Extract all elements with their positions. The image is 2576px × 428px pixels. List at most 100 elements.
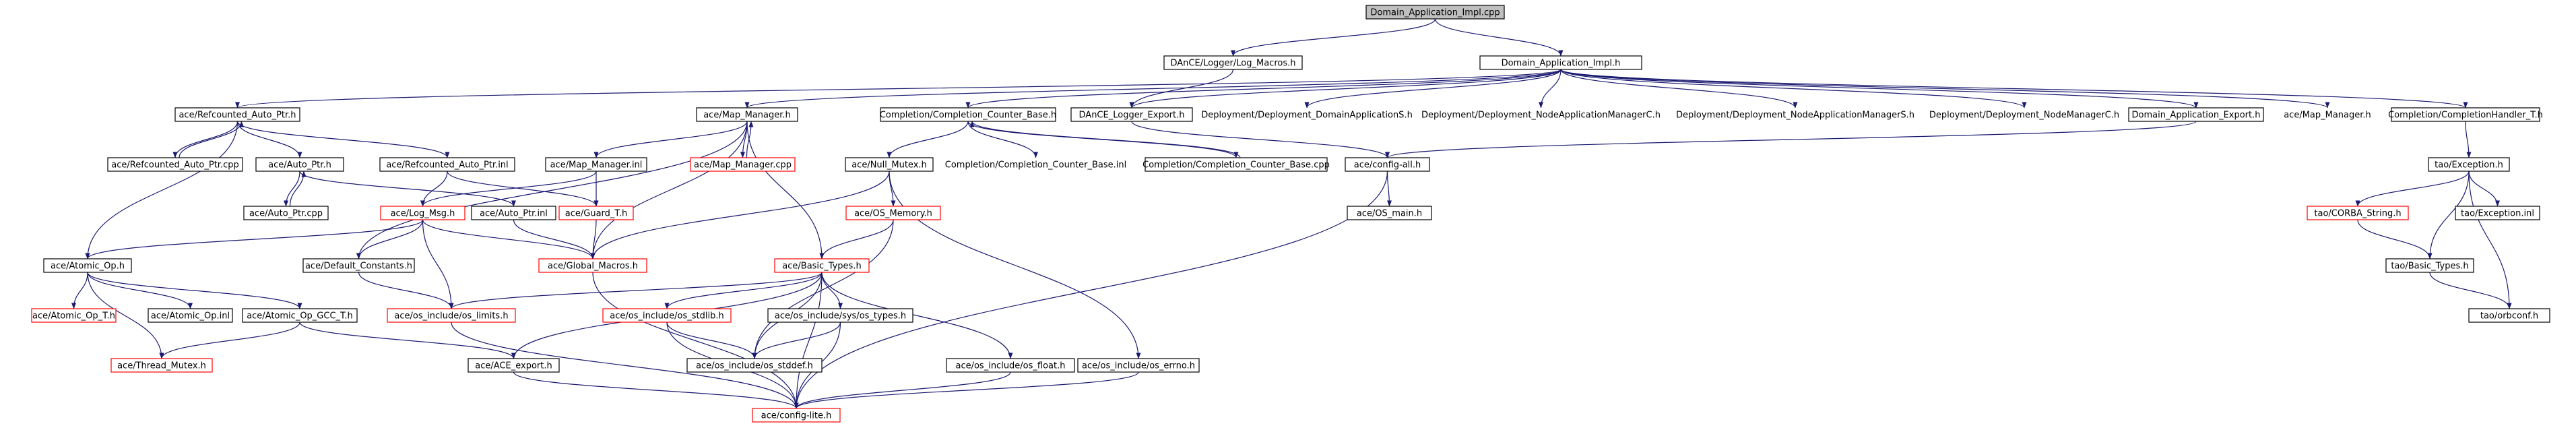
graph-node[interactable]: ace/Thread_Mutex.h bbox=[110, 358, 213, 373]
graph-node[interactable]: ace/OS_main.h bbox=[1347, 206, 1432, 220]
graph-node[interactable]: ace/Atomic_Op.h bbox=[43, 258, 132, 273]
graph-node[interactable]: Domain_Application_Impl.h bbox=[1479, 55, 1642, 70]
graph-node[interactable]: ace/Log_Msg.h bbox=[380, 206, 465, 220]
graph-node[interactable]: ace/config-all.h bbox=[1345, 157, 1430, 172]
graph-edge bbox=[159, 322, 300, 359]
node-label: ace/Refcounted_Auto_Ptr.h bbox=[179, 111, 296, 121]
graph-node[interactable]: ace/Null_Mutex.h bbox=[845, 157, 934, 172]
graph-edge bbox=[513, 219, 595, 259]
graph-node[interactable]: Deployment/Deployment_DomainApplicationS… bbox=[1201, 111, 1413, 121]
node-box bbox=[148, 308, 233, 323]
graph-edge bbox=[664, 272, 823, 309]
node-box bbox=[696, 107, 798, 122]
graph-node[interactable]: Deployment/Deployment_NodeApplicationMan… bbox=[1676, 111, 1914, 121]
nodes-layer: Domain_Application_Impl.cppDAnCE/Logger/… bbox=[31, 5, 2550, 423]
node-label: ace/Atomic_Op_GCC_T.h bbox=[247, 311, 353, 322]
graph-node[interactable]: DAnCE/Logger/Log_Macros.h bbox=[1163, 55, 1303, 70]
graph-node[interactable]: ace/Map_Manager.h bbox=[2284, 111, 2371, 121]
graph-node[interactable]: ace/ACE_export.h bbox=[468, 358, 560, 373]
graph-node[interactable]: ace/os_include/os_errno.h bbox=[1077, 358, 1200, 373]
node-label: ace/Refcounted_Auto_Ptr.cpp bbox=[111, 160, 239, 171]
graph-node[interactable]: tao/CORBA_String.h bbox=[2307, 206, 2409, 220]
node-box bbox=[602, 308, 732, 323]
graph-edge bbox=[71, 272, 88, 309]
graph-node[interactable]: ace/Map_Manager.h bbox=[696, 107, 798, 122]
node-label: ace/Map_Manager.cpp bbox=[694, 160, 792, 171]
graph-edge bbox=[1231, 18, 1436, 57]
graph-edge bbox=[2355, 171, 2470, 207]
graph-edge bbox=[794, 272, 823, 409]
graph-edge bbox=[420, 171, 448, 207]
graph-node[interactable]: ace/os_include/sys/os_types.h bbox=[767, 308, 913, 323]
graph-node[interactable]: Completion/Completion_Counter_Base.h bbox=[880, 107, 1056, 122]
graph-node[interactable]: ace/Map_Manager.inl bbox=[545, 157, 647, 172]
node-box bbox=[387, 308, 516, 323]
node-box bbox=[379, 157, 515, 172]
graph-node[interactable]: Domain_Application_Impl.cpp bbox=[1365, 5, 1505, 20]
graph-node[interactable]: tao/orbconf.h bbox=[2468, 308, 2550, 323]
graph-edge bbox=[87, 272, 193, 309]
graph-node[interactable]: Completion/Completion_Counter_Base.inl bbox=[945, 160, 1127, 171]
graph-node[interactable]: Completion/Completion_Counter_Base.cpp bbox=[1142, 157, 1330, 172]
graph-node[interactable]: Completion/CompletionHandler_T.h bbox=[2388, 107, 2543, 122]
node-box bbox=[110, 358, 213, 373]
graph-node[interactable]: ace/os_include/os_float.h bbox=[946, 358, 1075, 373]
node-label: tao/Exception.h bbox=[2435, 160, 2503, 171]
graph-node[interactable]: DAnCE_Logger_Export.h bbox=[1070, 107, 1193, 122]
graph-node[interactable]: ace/config-lite.h bbox=[752, 408, 841, 423]
graph-node[interactable]: ace/Map_Manager.cpp bbox=[690, 157, 796, 172]
graph-node[interactable]: tao/Exception.inl bbox=[2455, 206, 2540, 220]
graph-node[interactable]: tao/Exception.h bbox=[2428, 157, 2510, 172]
graph-node[interactable]: Deployment/Deployment_NodeManagerC.h bbox=[1929, 111, 2119, 121]
node-label: DAnCE/Logger/Log_Macros.h bbox=[1171, 59, 1296, 69]
graph-node[interactable]: ace/Global_Macros.h bbox=[538, 258, 647, 273]
graph-edge bbox=[235, 69, 1561, 109]
graph-node[interactable]: ace/Refcounted_Auto_Ptr.h bbox=[174, 107, 300, 122]
graph-edge bbox=[752, 219, 894, 359]
graph-edge bbox=[2468, 171, 2500, 207]
node-box bbox=[242, 308, 358, 323]
graph-node[interactable]: ace/Auto_Ptr.cpp bbox=[243, 206, 329, 220]
graph-edge bbox=[1386, 171, 1392, 207]
graph-node[interactable]: ace/Refcounted_Auto_Ptr.inl bbox=[379, 157, 515, 172]
graph-node[interactable]: ace/os_include/os_stdlib.h bbox=[602, 308, 732, 323]
graph-node[interactable]: ace/Atomic_Op_T.h bbox=[31, 308, 117, 323]
graph-node[interactable]: Deployment/Deployment_NodeApplicationMan… bbox=[1421, 111, 1661, 121]
graph-edge bbox=[746, 121, 754, 158]
node-label: Deployment/Deployment_NodeApplicationMan… bbox=[1421, 111, 1661, 121]
graph-node[interactable]: ace/Refcounted_Auto_Ptr.cpp bbox=[107, 157, 243, 172]
node-box bbox=[2455, 206, 2540, 220]
graph-node[interactable]: ace/Atomic_Op.inl bbox=[148, 308, 233, 323]
graph-node[interactable]: ace/Auto_Ptr.h bbox=[255, 157, 344, 172]
node-box bbox=[43, 258, 132, 273]
node-box bbox=[471, 206, 556, 220]
graph-edge bbox=[289, 171, 307, 207]
node-box bbox=[1365, 5, 1505, 20]
graph-edge bbox=[299, 171, 516, 207]
node-label: ace/os_include/os_stdlib.h bbox=[610, 311, 723, 322]
node-label: ace/Auto_Ptr.h bbox=[268, 160, 331, 171]
graph-edge bbox=[752, 322, 841, 359]
node-box bbox=[255, 157, 344, 172]
graph-node[interactable]: ace/os_include/os_stddef.h bbox=[686, 358, 823, 373]
graph-edge bbox=[87, 272, 164, 359]
graph-node[interactable]: ace/Atomic_Op_GCC_T.h bbox=[242, 308, 358, 323]
graph-edge bbox=[969, 121, 1241, 158]
node-label: ace/os_include/os_errno.h bbox=[1082, 361, 1195, 371]
graph-node[interactable]: ace/Default_Constants.h bbox=[302, 258, 415, 273]
graph-node[interactable]: tao/Basic_Types.h bbox=[2385, 258, 2474, 273]
node-box bbox=[174, 107, 300, 122]
graph-node[interactable]: ace/Auto_Ptr.inl bbox=[471, 206, 556, 220]
graph-edge bbox=[358, 272, 454, 309]
graph-edge bbox=[593, 121, 748, 158]
node-box bbox=[946, 358, 1075, 373]
node-label: tao/CORBA_String.h bbox=[2314, 209, 2401, 219]
node-box bbox=[545, 157, 647, 172]
graph-node[interactable]: Domain_Application_Export.h bbox=[2128, 107, 2264, 122]
graph-node[interactable]: ace/Guard_T.h bbox=[558, 206, 634, 220]
graph-node[interactable]: ace/Basic_Types.h bbox=[774, 258, 870, 273]
graph-edge bbox=[236, 121, 450, 158]
graph-edge bbox=[85, 219, 424, 259]
graph-node[interactable]: ace/os_include/os_limits.h bbox=[387, 308, 516, 323]
graph-node[interactable]: ace/OS_Memory.h bbox=[845, 206, 941, 220]
